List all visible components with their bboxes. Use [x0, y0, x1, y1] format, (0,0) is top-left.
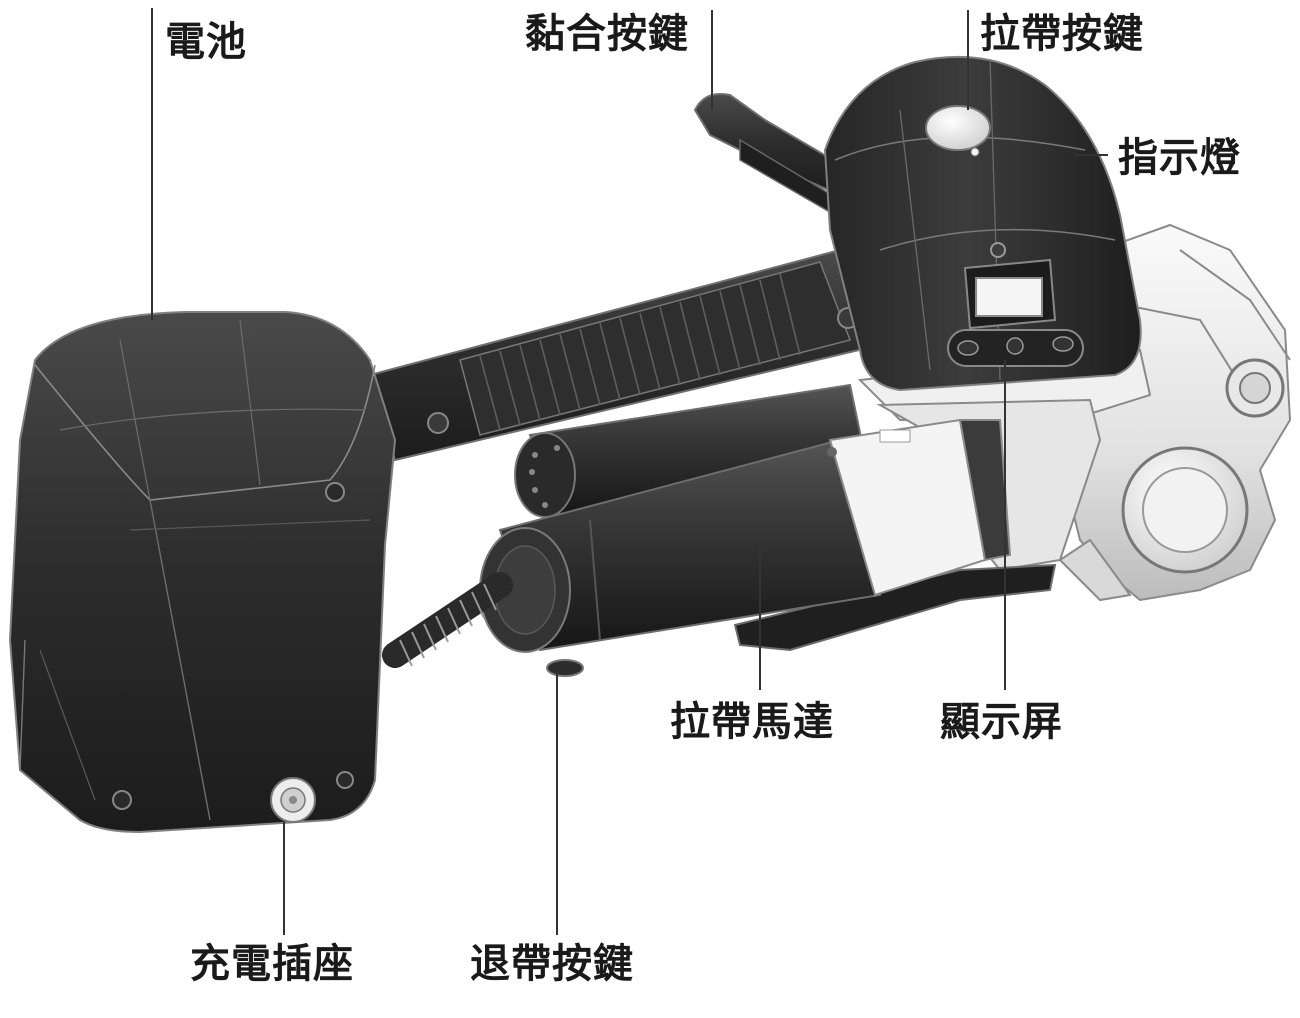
display-screen-panel: [975, 277, 1043, 317]
label-display-screen: 顯示屏: [940, 699, 1063, 745]
indicator-light-dot: [970, 147, 980, 157]
label-charging-socket: 充電插座: [190, 941, 354, 987]
seal-lever: [693, 93, 852, 217]
label-tension-motor: 拉帶馬達: [670, 699, 834, 745]
release-button-cap: [546, 659, 584, 677]
tension-motor-body: [479, 418, 1012, 677]
control-housing: [823, 56, 1142, 392]
label-battery: 電池: [165, 19, 247, 65]
tension-button-cap: [925, 105, 991, 151]
label-seal-button: 黏合按鍵: [525, 11, 689, 57]
leader-lines: [151, 8, 1108, 935]
threaded-spring: [382, 572, 513, 668]
label-release-button: 退帶按鍵: [470, 941, 634, 987]
label-indicator-light: 指示燈: [1118, 135, 1241, 181]
battery-pack: [8, 311, 397, 834]
label-tension-button: 拉帶按鍵: [980, 11, 1144, 57]
